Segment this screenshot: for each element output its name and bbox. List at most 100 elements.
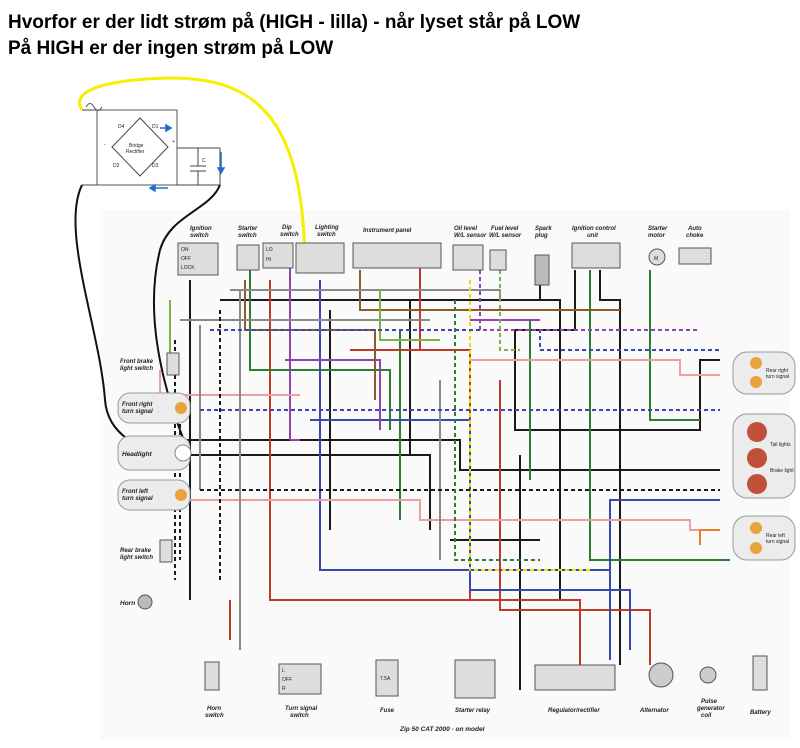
rear-right-label-2: turn signal	[766, 374, 789, 380]
horn-switch-label-2: switch	[205, 713, 224, 719]
fuse	[375, 659, 399, 697]
rear-left-bulb-2-icon	[750, 542, 762, 554]
rear-left-bulb-1-icon	[750, 522, 762, 534]
diagram-panel	[100, 210, 790, 740]
ignition-switch-label-1: Ignition	[190, 226, 212, 232]
front-brake-switch	[166, 352, 180, 376]
rear-brake-switch	[159, 539, 173, 563]
yellow-highlight-wire	[78, 76, 307, 271]
ignition-control-label-1: Ignition control	[572, 226, 616, 232]
pulse-label-1: Pulse	[701, 699, 718, 705]
turn-switch-label-1: Turn signal	[285, 706, 318, 712]
turn-switch-label-2: switch	[290, 713, 309, 719]
turn-r: R	[282, 686, 286, 692]
diode-d3-label: D3	[152, 163, 159, 169]
brake-light-label: Brake light	[770, 468, 794, 474]
headlight-label: Headlight	[122, 451, 152, 458]
ignition-control-unit	[571, 242, 621, 269]
starter-switch-label-2: switch	[238, 233, 257, 239]
front-brake-label-1: Front brake	[120, 359, 154, 365]
oil-level-label-1: Oil level	[454, 226, 477, 232]
spark-plug-label-1: Spark	[535, 226, 552, 232]
plus-sign: +	[172, 139, 175, 145]
starter-switch-label-1: Starter	[238, 226, 258, 232]
turn-l: L	[282, 668, 285, 674]
rear-right-label-1: Rear right	[766, 368, 789, 374]
front-right-bulb-icon	[175, 402, 187, 414]
question-heading: Hvorfor er der lidt strøm på (HIGH - lil…	[8, 12, 581, 33]
ignition-control-label-2: unit	[587, 233, 599, 239]
alternator-icon	[648, 662, 674, 688]
dip-switch-label-2: switch	[280, 232, 299, 238]
brake-light-icon	[747, 474, 767, 494]
rear-left-turn-signal	[732, 515, 796, 561]
bridge-rectifier	[82, 103, 221, 186]
rear-right-bulb-1-icon	[750, 357, 762, 369]
auto-choke	[678, 247, 712, 265]
oil-level-sensor	[452, 244, 484, 271]
lighting-switch-label-1: Lighting	[315, 225, 339, 231]
regulator-rectifier	[534, 664, 616, 691]
dip-hi: HI	[266, 257, 271, 263]
model-caption: Zip 50 CAT 2000 - on model	[399, 726, 485, 733]
minus-sign: -	[104, 142, 106, 148]
lighting-switch	[295, 242, 345, 274]
front-left-label-1: Front left	[122, 489, 149, 495]
turn-off: OFF	[282, 677, 292, 683]
starter-motor-label-1: Starter	[648, 226, 668, 232]
fuel-level-label-2: W/L sensor	[489, 233, 522, 239]
auto-choke-label-2: choke	[686, 233, 704, 239]
statement-heading: På HIGH er der ingen strøm på LOW	[8, 38, 334, 59]
rectifier-label-1: Bridge	[129, 143, 144, 149]
ign-lock: LOCK	[181, 265, 195, 271]
spark-plug	[534, 254, 550, 286]
pulse-generator-icon	[699, 666, 717, 684]
horn-switch-label-1: Horn	[207, 706, 221, 712]
ign-off: OFF	[181, 256, 191, 262]
current-arrows	[148, 123, 226, 193]
dip-lo: LO	[266, 247, 273, 253]
front-right-label-2: turn signal	[122, 409, 153, 415]
starter-relay	[454, 659, 496, 699]
ignition-switch-label-2: switch	[190, 233, 209, 239]
horn-switch	[204, 661, 220, 691]
front-left-bulb-icon	[175, 489, 187, 501]
ignition-switch: ON OFF LOCK	[177, 242, 219, 276]
diode-d2-label: D2	[113, 163, 120, 169]
starter-switch	[236, 244, 260, 271]
front-brake-label-2: light switch	[120, 366, 153, 372]
starter-motor	[648, 248, 666, 266]
alternator-label: Alternator	[639, 708, 669, 714]
spark-plug-label-2: plug	[534, 233, 548, 239]
auto-choke-label-1: Auto	[687, 226, 702, 232]
ign-on: ON	[181, 247, 189, 253]
rectifier-label-2: Rectifier	[126, 149, 145, 155]
starter-motor-label-2: motor	[648, 233, 666, 239]
battery-label: Battery	[750, 710, 771, 716]
lighting-switch-label-2: switch	[317, 232, 336, 238]
starter-relay-label: Starter relay	[455, 708, 491, 714]
rear-brake-label-2: light switch	[120, 555, 153, 561]
front-right-label-1: Front right	[122, 402, 153, 408]
rear-right-turn-signal	[732, 351, 796, 395]
pulse-label-2: generator	[696, 706, 725, 712]
front-left-label-2: turn signal	[122, 496, 153, 502]
regulator-label: Regulator/rectifier	[548, 708, 600, 714]
battery-icon	[752, 655, 768, 691]
instrument-panel-label: Instrument panel	[363, 228, 412, 234]
horn-icon	[137, 594, 153, 610]
fuel-level-label-1: Fuel level	[491, 226, 519, 232]
turn-signal-switch: L OFF R	[278, 663, 322, 695]
rear-brake-label-1: Rear brake	[120, 548, 152, 554]
instrument-panel	[352, 242, 442, 269]
horn-label: Horn	[120, 600, 135, 607]
tail-lights-label: Tail lights	[770, 442, 791, 448]
front-right-turn-signal	[117, 392, 191, 424]
diode-d4-label: D4	[118, 124, 125, 130]
oil-level-label-2: W/L sensor	[454, 233, 487, 239]
fuel-level-sensor	[489, 249, 507, 271]
tail-light-2-icon	[747, 448, 767, 468]
capacitor-label: C	[202, 158, 206, 164]
dashed-wires	[174, 270, 720, 580]
